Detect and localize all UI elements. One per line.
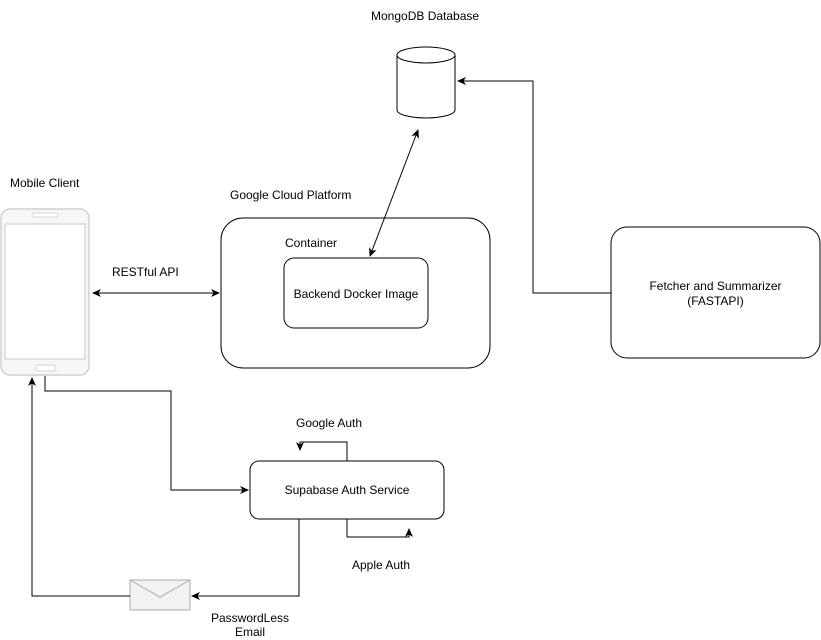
phone-supabase-connector: [44, 376, 249, 494]
restful-api-label: RESTful API: [112, 265, 179, 279]
gcp-label: Google Cloud Platform: [230, 188, 352, 202]
database-cylinder-icon: [396, 46, 456, 119]
google-auth-connector: [296, 441, 348, 461]
mobile-client-label: Mobile Client: [10, 176, 80, 190]
container-label: Container: [285, 236, 338, 250]
email-phone-connector: [28, 377, 130, 597]
fetcher-label-line1: Fetcher and Summarizer: [649, 279, 782, 293]
apple-auth-label: Apple Auth: [352, 558, 411, 572]
supabase-email-connector: [191, 519, 300, 600]
backend-docker-image-label: Backend Docker Image: [293, 287, 419, 301]
mongodb-database-label: MongoDB Database: [371, 9, 480, 23]
backend-docker-image-box: [283, 257, 429, 329]
backend-mongodb-connector: [369, 129, 419, 257]
passwordless-label-line1: PasswordLess: [210, 611, 290, 625]
smartphone-icon: [0, 208, 90, 376]
passwordless-label-line2: Email: [234, 625, 265, 639]
apple-auth-connector: [346, 519, 413, 538]
envelope-icon: [129, 579, 191, 611]
google-auth-label: Google Auth: [296, 416, 363, 430]
fetcher-mongodb-connector: [457, 77, 611, 294]
fetcher-label-line2: (FASTAPI): [687, 294, 744, 308]
supabase-auth-service-label: Supabase Auth Service: [284, 483, 410, 497]
